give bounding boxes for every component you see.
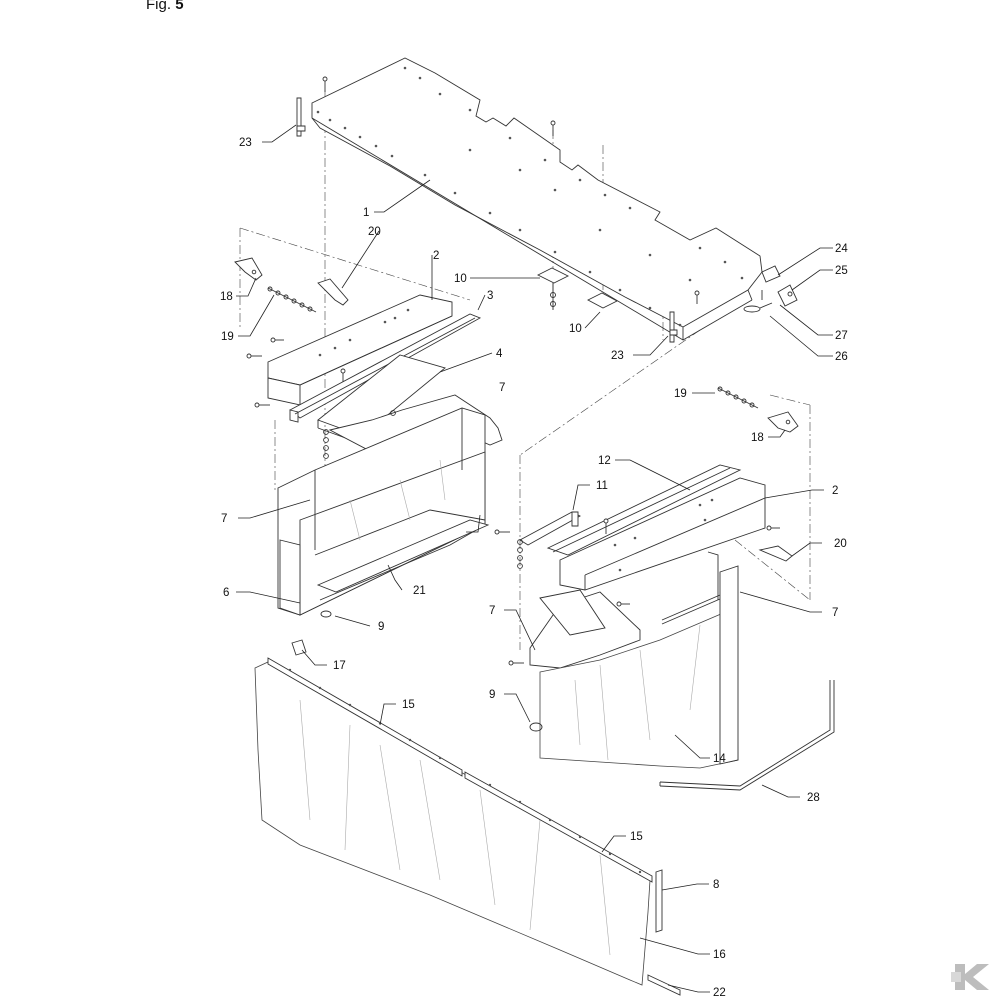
label-part-24: 24: [835, 243, 848, 255]
label-part-10: 10: [569, 323, 582, 335]
figure-number: 5: [175, 0, 184, 13]
part-28-rod: [659, 680, 835, 791]
label-part-20: 20: [834, 538, 847, 550]
part-12-right-rail: [546, 464, 742, 556]
label-part-11: 11: [596, 480, 608, 492]
left-washers: [246, 337, 396, 459]
part-7-right-arm: [529, 551, 721, 669]
label-part-18: 18: [220, 291, 233, 303]
label-part-17: 17: [333, 660, 346, 672]
part-18-right-bracket: [767, 411, 799, 433]
label-part-20: 20: [368, 226, 381, 238]
label-part-16: 16: [713, 949, 726, 961]
part-19-right-chain: [717, 386, 759, 409]
label-part-23: 23: [239, 137, 252, 149]
part-9-right-ring: [529, 722, 543, 732]
label-part-18: 18: [751, 432, 764, 444]
label-part-25: 25: [835, 265, 848, 277]
part-21-left-strip: [316, 519, 490, 593]
label-part-19: 19: [674, 388, 687, 400]
label-part-2: 2: [832, 485, 838, 497]
label-part-4: 4: [496, 348, 503, 360]
label-part-9: 9: [489, 689, 495, 701]
label-part-21: 21: [413, 585, 426, 597]
part-10-square-plates: [536, 267, 618, 310]
leader-lines: [236, 124, 833, 993]
label-part-7: 7: [832, 607, 838, 619]
label-part-9: 9: [378, 621, 384, 633]
label-part-10: 10: [454, 273, 467, 285]
figure-title-prefix: Fig.: [146, 0, 172, 13]
label-part-2: 2: [433, 250, 439, 262]
part-15-front-strip: [267, 657, 653, 883]
part-20-left-clip: [317, 278, 349, 306]
label-part-6: 6: [223, 587, 229, 599]
label-part-15: 15: [630, 831, 643, 843]
label-part-7: 7: [221, 513, 227, 525]
label-part-12: 12: [598, 455, 611, 467]
label-part-8: 8: [713, 879, 719, 891]
part-23-posts: [296, 97, 678, 343]
part-11-right-bar: [519, 511, 581, 546]
part-17-clip: [291, 639, 307, 656]
label-part-7: 7: [499, 382, 505, 394]
part-19-left-chain: [267, 286, 317, 313]
label-part-22: 22: [713, 987, 726, 999]
part-9-left-ring: [320, 610, 332, 618]
part-18-left-bracket: [234, 257, 263, 281]
part-20-right-clip: [758, 545, 793, 562]
part-14-right-curtain: [539, 565, 739, 769]
label-part-1: 1: [363, 207, 369, 219]
label-part-15: 15: [402, 699, 415, 711]
label-part-19: 19: [221, 331, 234, 343]
right-washers: [494, 518, 780, 666]
label-part-27: 27: [835, 330, 848, 342]
label-part-26: 26: [835, 351, 848, 363]
label-part-7: 7: [489, 605, 495, 617]
part-22-bottom-strip: [647, 974, 681, 996]
label-part-3: 3: [487, 290, 493, 302]
part-2-right-side-plate: [559, 477, 766, 591]
part-3-left-rail: [289, 313, 482, 423]
part-8-upright-strip: [655, 869, 663, 933]
part-1-top-cover-plate: [311, 57, 763, 341]
label-part-14: 14: [713, 753, 726, 765]
label-part-23: 23: [611, 350, 624, 362]
brand-k-logo-icon: [951, 964, 989, 990]
part-labels: 23 1 20 2 3 4 10 10 23 24 25 27 26 18 19…: [220, 137, 848, 999]
label-part-28: 28: [807, 792, 820, 804]
figure-title: Fig. 5: [146, 0, 184, 13]
